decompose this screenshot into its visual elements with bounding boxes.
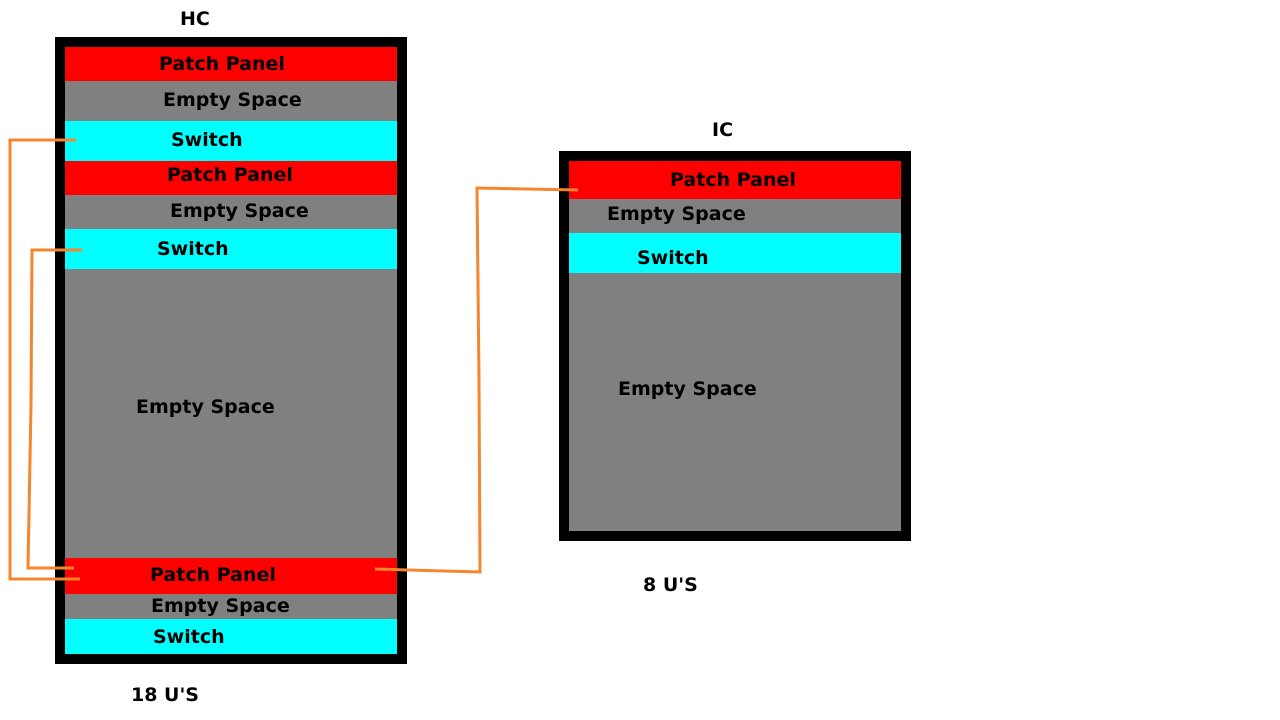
hc-switch-3: Switch: [65, 619, 397, 654]
ic-patch-panel: Patch Panel: [569, 161, 901, 199]
ic-empty-space-1-label: Empty Space: [607, 203, 746, 225]
ic-title: IC: [712, 119, 734, 141]
hc-patch-panel-1: Patch Panel: [65, 47, 397, 81]
hc-empty-space-3-label: Empty Space: [136, 396, 275, 418]
hc-empty-space-1-label: Empty Space: [163, 89, 302, 111]
ic-patch-panel-label: Patch Panel: [670, 169, 796, 191]
ic-empty-space-2: Empty Space: [569, 273, 901, 531]
ic-empty-space-2-label: Empty Space: [618, 378, 757, 400]
hc-empty-space-3: Empty Space: [65, 269, 397, 558]
hc-switch-1-label: Switch: [171, 129, 243, 151]
hc-switch-3-label: Switch: [153, 626, 225, 648]
ic-empty-space-1: Empty Space: [569, 199, 901, 233]
hc-empty-space-2-label: Empty Space: [170, 200, 309, 222]
ic-rack: Patch Panel Empty Space Switch Empty Spa…: [559, 151, 911, 541]
hc-size-label: 18 U'S: [131, 684, 199, 706]
hc-switch-1: Switch: [65, 121, 397, 161]
hc-empty-space-2: Empty Space: [65, 195, 397, 229]
hc-switch-2-label: Switch: [157, 238, 229, 260]
ic-switch-label: Switch: [637, 247, 709, 269]
hc-title: HC: [180, 8, 210, 30]
hc-empty-space-4-label: Empty Space: [151, 595, 290, 617]
hc-patch-panel-3: Patch Panel: [65, 558, 397, 594]
hc-patch-panel-2-label: Patch Panel: [167, 164, 293, 186]
ic-size-label: 8 U'S: [643, 574, 698, 596]
hc-patch-panel-2: Patch Panel: [65, 161, 397, 195]
ic-switch: Switch: [569, 233, 901, 273]
hc-rack: Patch Panel Empty Space Switch Patch Pan…: [55, 37, 407, 664]
hc-patch-panel-1-label: Patch Panel: [159, 53, 285, 75]
hc-switch-2: Switch: [65, 229, 397, 269]
hc-empty-space-4: Empty Space: [65, 594, 397, 619]
hc-patch-panel-3-label: Patch Panel: [150, 564, 276, 586]
hc-empty-space-1: Empty Space: [65, 81, 397, 121]
